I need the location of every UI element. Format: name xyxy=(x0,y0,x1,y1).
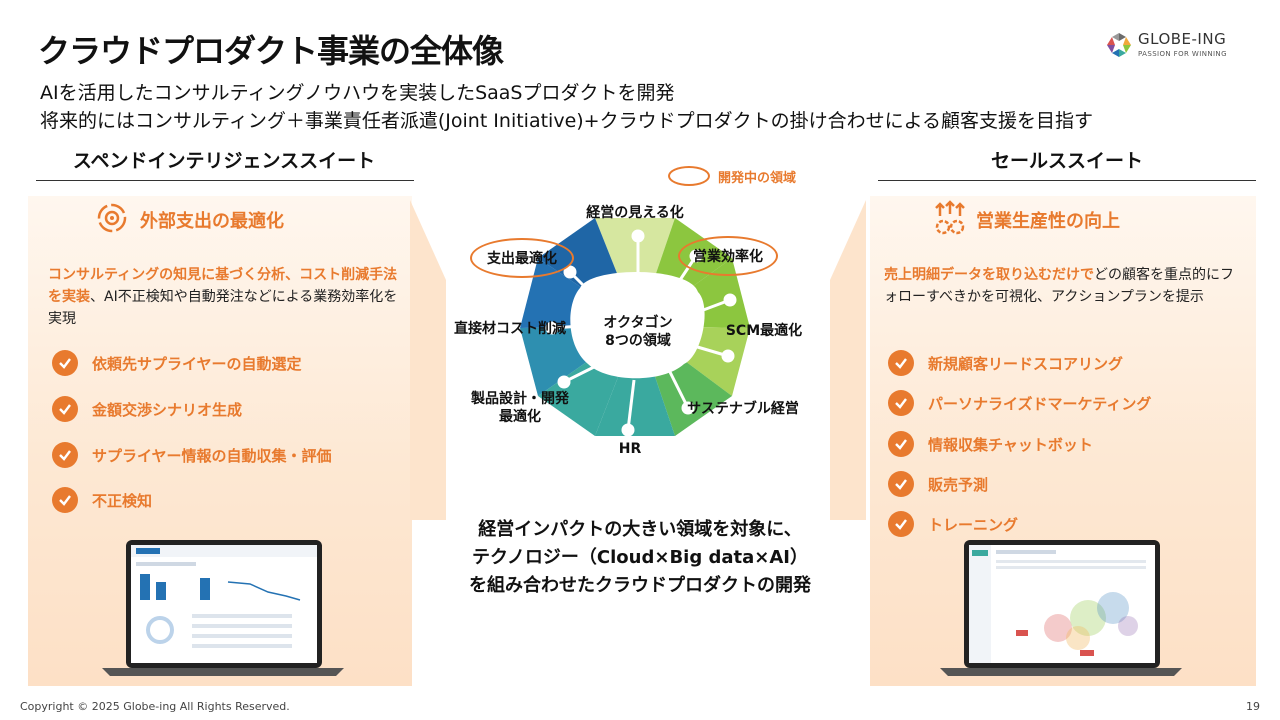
right-feature-item-label: 販売予測 xyxy=(928,475,989,494)
left-feature-title: 外部支出の最適化 xyxy=(140,211,284,232)
right-description-highlight: 売上明細データを取り込むだけで xyxy=(884,267,1094,283)
right-feature-item: パーソナライズドマーケティング xyxy=(888,388,1151,418)
right-section-divider xyxy=(878,180,1256,181)
check-icon xyxy=(52,487,78,513)
octagon-hub-line2: 8つの領域 xyxy=(605,333,671,349)
right-feature-item-label: 新規顧客リードスコアリング xyxy=(928,354,1124,373)
left-section-title: スペンドインテリジェンススイート xyxy=(72,150,376,172)
check-icon xyxy=(888,431,914,457)
logo-tagline: PASSION FOR WINNING xyxy=(1138,50,1227,58)
left-description: コンサルティングの知見に基づく分析、コスト削減手法を実装、AI不正検知や自動発注… xyxy=(48,264,400,330)
gear-cycle-icon xyxy=(97,203,127,233)
page-title: クラウドプロダクト事業の全体像 xyxy=(38,32,504,70)
domain-label-bottom-left: 製品設計・開発最適化 xyxy=(460,390,580,426)
legend-label: 開発中の領域 xyxy=(718,170,797,186)
right-feature-item-label: トレーニング xyxy=(928,515,1019,534)
right-chevron-shape xyxy=(830,200,866,520)
right-feature-item-label: 情報収集チャットボット xyxy=(928,435,1093,454)
right-feature-item-label: パーソナライズドマーケティング xyxy=(928,394,1152,413)
domain-label-bottom-left-line1: 製品設計・開発 xyxy=(471,391,569,407)
right-feature-item: トレーニング xyxy=(888,509,1018,539)
left-feature-item: 依頼先サプライヤーの自動選定 xyxy=(52,348,302,378)
in-development-marker-spend xyxy=(470,238,574,278)
right-feature-item: 新規顧客リードスコアリング xyxy=(888,348,1123,378)
domain-label-bottom-left-line2: 最適化 xyxy=(499,409,541,425)
copyright-text: Copyright © 2025 Globe-ing All Rights Re… xyxy=(20,700,290,713)
octagon-diagram: 経営の見える化 営業効率化 SCM最適化 サステナブル経営 HR 製品設計・開発… xyxy=(440,196,830,466)
legend-oval-marker xyxy=(668,166,710,186)
domain-label-top-left: 支出最適化 xyxy=(487,251,557,267)
right-feature-item: 販売予測 xyxy=(888,469,988,499)
octagon-hub xyxy=(570,271,705,379)
subtitle-line-1: AIを活用したコンサルティングノウハウを実装したSaaSプロダクトを開発 xyxy=(40,82,675,104)
left-feature-item-label: 不正検知 xyxy=(92,491,153,510)
right-description: 売上明細データを取り込むだけでどの顧客を重点的にフォローすべきかを可視化、アクシ… xyxy=(884,264,1236,308)
right-description-rest: どの顧客を重点的にフォローすべきかを可視化、アクションプランを提示 xyxy=(884,267,1234,305)
left-section-divider xyxy=(36,180,414,181)
left-feature-item: 金額交渉シナリオ生成 xyxy=(52,394,242,424)
spend-suite-laptop-screenshot xyxy=(102,540,344,676)
domain-label-top: 経営の見える化 xyxy=(586,205,684,221)
domain-label-bottom-right: サステナブル経営 xyxy=(687,401,799,417)
domain-label-left: 直接材コスト削減 xyxy=(454,321,566,337)
growth-gears-icon xyxy=(935,200,965,235)
company-logo: GLOBE-ING PASSION FOR WINNING xyxy=(1106,30,1246,62)
left-feature-item-label: サプライヤー情報の自動収集・評価 xyxy=(92,446,332,465)
left-chevron-shape xyxy=(410,200,446,520)
octagon-hub-label: オクタゴン 8つの領域 xyxy=(590,314,686,350)
check-icon xyxy=(52,442,78,468)
left-feature-item: 不正検知 xyxy=(52,485,152,515)
center-message-line3: を組み合わせたクラウドプロダクトの開発 xyxy=(469,575,811,596)
in-development-marker-sales xyxy=(678,236,778,276)
center-message-line1: 経営インパクトの大きい領域を対象に、 xyxy=(478,519,802,540)
check-icon xyxy=(52,350,78,376)
check-icon xyxy=(888,350,914,376)
domain-label-top-right: 営業効率化 xyxy=(693,249,763,265)
check-icon xyxy=(888,471,914,497)
left-feature-item: サプライヤー情報の自動収集・評価 xyxy=(52,440,332,470)
right-feature-item: 情報収集チャットボット xyxy=(888,429,1093,459)
center-message: 経営インパクトの大きい領域を対象に、 テクノロジー（Cloud×Big data… xyxy=(420,516,860,600)
subtitle-line-2: 将来的にはコンサルティング＋事業責任者派遣(Joint Initiative)+… xyxy=(40,110,1094,132)
logo-name: GLOBE-ING xyxy=(1138,30,1227,48)
center-message-line2: テクノロジー（Cloud×Big data×AI） xyxy=(472,547,808,568)
check-icon xyxy=(888,511,914,537)
domain-label-bottom: HR xyxy=(618,441,642,457)
left-feature-item-label: 依頼先サプライヤーの自動選定 xyxy=(92,354,302,373)
globe-ing-logo-icon xyxy=(1107,33,1131,57)
check-icon xyxy=(888,390,914,416)
right-feature-title: 営業生産性の向上 xyxy=(976,211,1120,232)
sales-suite-laptop-screenshot xyxy=(940,540,1182,676)
check-icon xyxy=(52,396,78,422)
left-description-highlight: コンサルティングの知見に基づく分析、コスト削減手法を実装 xyxy=(48,267,398,305)
page-number: 19 xyxy=(1246,700,1260,713)
left-description-rest: 、AI不正検知や自動発注などによる業務効率化を実現 xyxy=(48,289,398,327)
legend: 開発中の領域 xyxy=(668,164,796,188)
domain-label-right: SCM最適化 xyxy=(725,323,803,339)
right-section-title: セールススイート xyxy=(990,150,1143,172)
left-feature-item-label: 金額交渉シナリオ生成 xyxy=(92,400,243,419)
octagon-hub-line1: オクタゴン xyxy=(603,315,673,331)
